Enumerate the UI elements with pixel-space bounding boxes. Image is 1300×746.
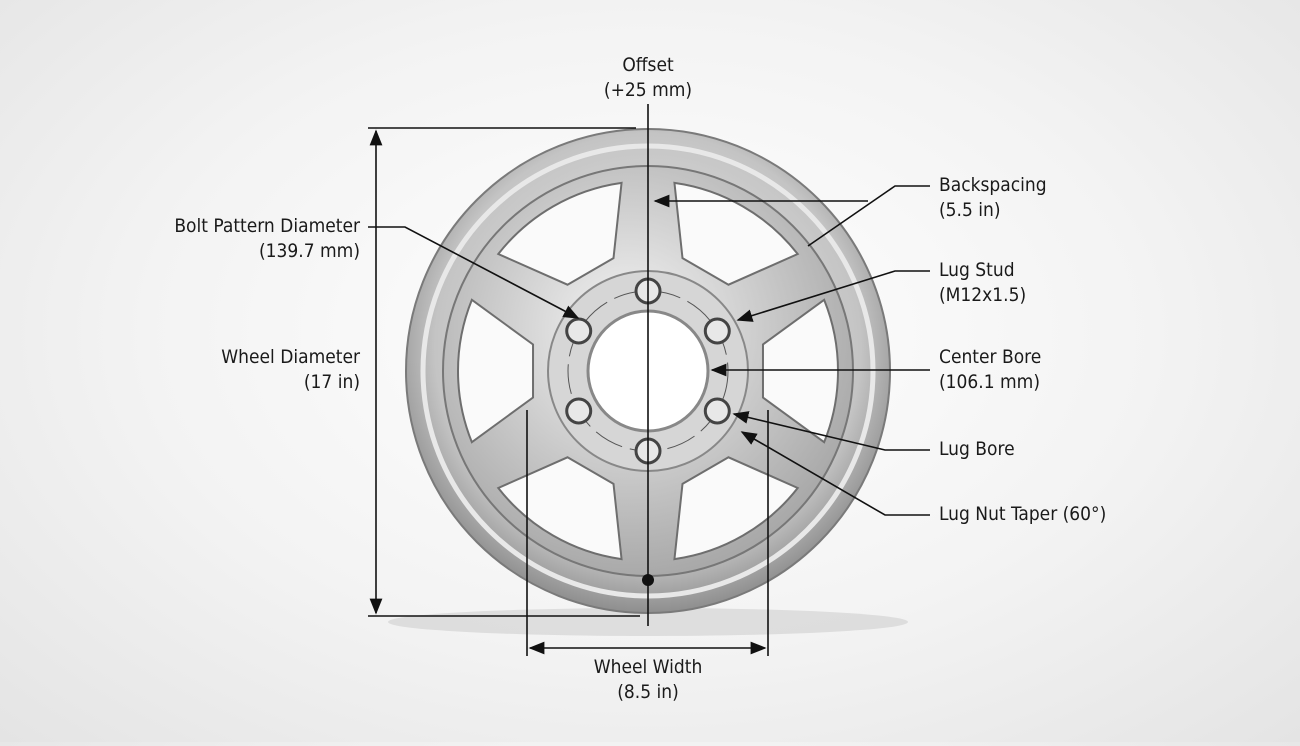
spoke-window: [673, 181, 800, 286]
lug-hole: [565, 317, 593, 345]
lug-nut-taper-label: Lug Nut Taper (60°): [939, 502, 1106, 527]
spoke-window: [673, 456, 800, 561]
spoke-window: [496, 456, 623, 561]
offset-name: Offset: [622, 54, 674, 76]
lug-stud-label: Lug Stud (M12x1.5): [939, 258, 1026, 308]
bolt-pattern-name: Bolt Pattern Diameter: [174, 215, 360, 237]
backspacing-label: Backspacing (5.5 in): [939, 173, 1047, 223]
lug-hole: [565, 397, 593, 425]
backspacing-value: (5.5 in): [939, 199, 1001, 221]
backspacing-leader: [807, 185, 930, 247]
offset-value: (+25 mm): [603, 79, 693, 101]
center-bore-label: Center Bore (106.1 mm): [939, 345, 1041, 395]
lug-bore-name: Lug Bore: [939, 438, 1015, 460]
lug-hole: [703, 317, 731, 345]
bolt-pattern-label: Bolt Pattern Diameter (139.7 mm): [174, 214, 360, 264]
center-bore-name: Center Bore: [939, 346, 1042, 368]
lug-holes: [565, 277, 731, 465]
wheel-width-value: (8.5 in): [617, 681, 679, 703]
lug-stud-leader: [736, 270, 930, 322]
lug-stud-value: (M12x1.5): [939, 284, 1027, 306]
wheel-width-label: Wheel Width (8.5 in): [594, 655, 703, 705]
spoke-window: [457, 298, 535, 444]
bolt-pattern-leader: [368, 226, 580, 319]
lug-nut-taper-leader: [740, 431, 930, 516]
wheel-diameter-label: Wheel Diameter (17 in): [221, 345, 360, 395]
spoke-windows: [457, 181, 839, 561]
offset-label: Offset (+25 mm): [604, 53, 692, 103]
lug-nut-taper-name: Lug Nut Taper (60°): [939, 503, 1107, 525]
lug-bore-leader: [732, 411, 930, 451]
dimension-lines: [368, 104, 930, 656]
wheel-width-name: Wheel Width: [593, 656, 703, 678]
spoke-window: [761, 298, 839, 444]
backspacing-name: Backspacing: [939, 174, 1047, 196]
center-bore-value: (106.1 mm): [939, 371, 1040, 393]
lug-bore-label: Lug Bore: [939, 437, 1015, 462]
spoke-window: [496, 181, 623, 286]
bolt-pattern-value: (139.7 mm): [259, 240, 360, 262]
wheel-diameter-value: (17 in): [303, 371, 360, 393]
lug-stud-name: Lug Stud: [939, 259, 1015, 281]
lug-hole: [703, 397, 731, 425]
wheel-diameter-name: Wheel Diameter: [221, 346, 360, 368]
